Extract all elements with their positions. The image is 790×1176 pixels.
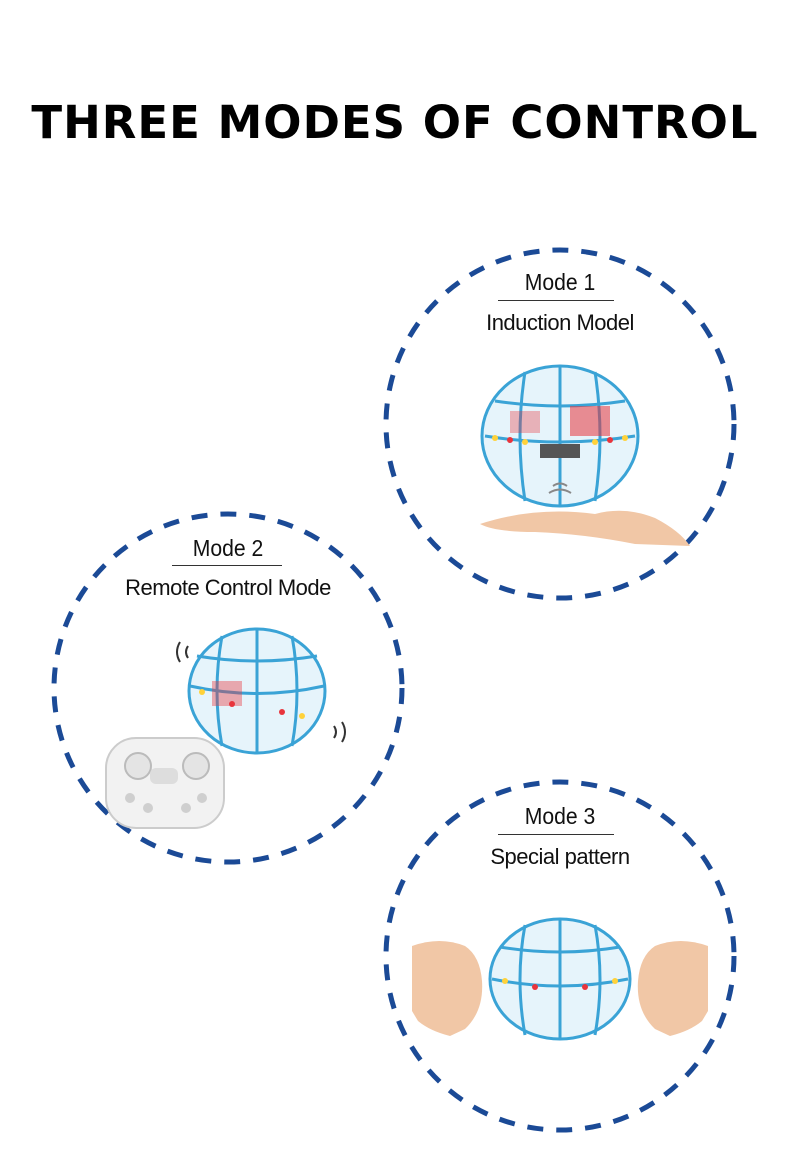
mode-1-card: Mode 1 Induction Model [380,244,740,604]
mode-1-title: Mode 1 [524,269,596,295]
mode-3-title: Mode 3 [524,803,596,829]
ball-over-palm-icon [480,364,690,546]
mode-2-divider [172,565,282,566]
dashed-ring [51,511,405,865]
page-headline: THREE MODES OF CONTROL [31,96,759,149]
dashed-ring [383,779,737,1133]
mode-3-divider [498,834,614,835]
mode-1-divider [498,300,614,301]
mode-2-subtitle: Remote Control Mode [125,575,331,600]
mode-3-card: Mode 3 Special pattern [380,776,740,1136]
ball-with-remote-icon [105,627,346,829]
mode-3-subtitle: Special pattern [490,844,630,869]
mode-2-title: Mode 2 [192,535,264,561]
ball-between-hands-icon [412,917,708,1041]
dashed-ring [383,247,737,601]
mode-1-subtitle: Induction Model [486,310,634,335]
mode-2-card: Mode 2 Remote Control Mode [48,508,408,868]
